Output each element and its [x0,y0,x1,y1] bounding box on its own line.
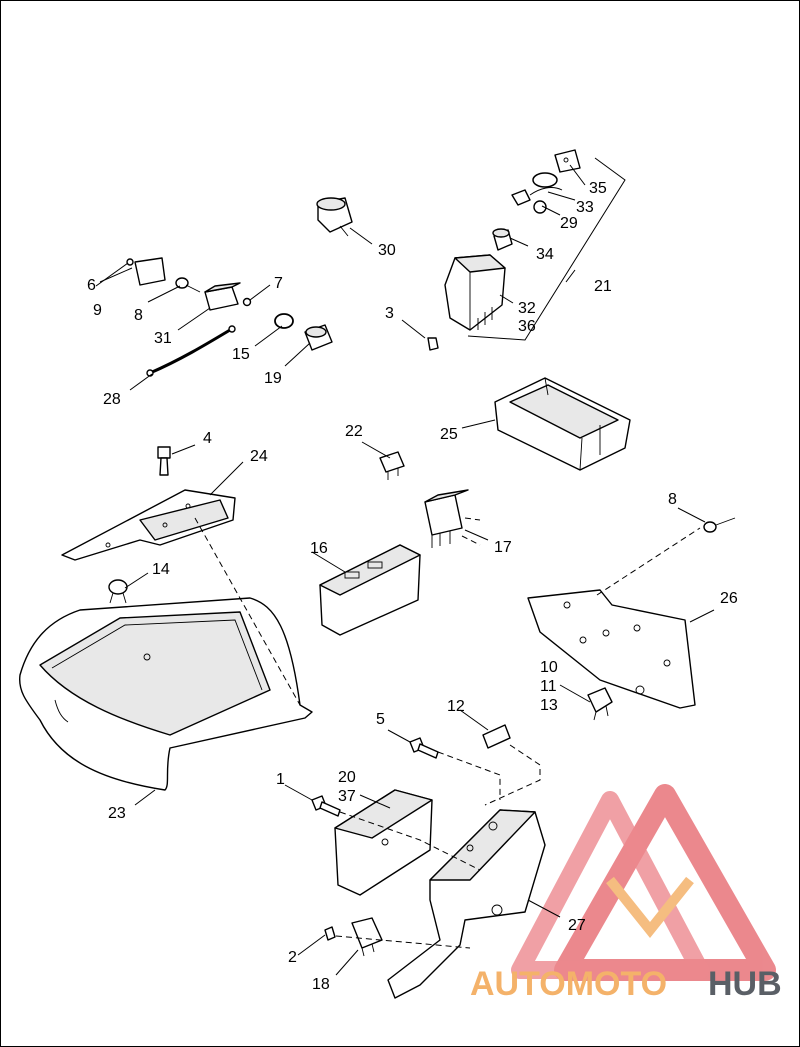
part-21-group-bracket [467,157,626,341]
callout-18: 18 [312,976,330,993]
part-4-bolt [157,446,171,476]
callout-10: 10 [540,659,558,676]
watermark-logo: AUTOMOTO HUB [470,784,782,1003]
part-34-cylinder [492,228,513,251]
part-3-screw [427,337,439,351]
part-23-tray [18,597,313,791]
leader-lines [95,164,715,976]
part-17-relay [424,489,469,548]
callout-16: 16 [310,540,328,557]
callout-24: 24 [250,448,268,465]
part-19-sensor [304,324,333,351]
callout-7: 7 [274,275,283,292]
callout-36: 36 [518,318,536,335]
callout-27: 27 [568,917,586,934]
part-9-bracket [126,257,166,286]
part-18-sensor [351,917,383,957]
part-14-clip [108,579,128,604]
callout-9: 9 [93,302,102,319]
part-26-plate [527,589,696,709]
part-29-ring [532,172,558,188]
callout-4: 4 [203,430,212,447]
callout-28: 28 [103,391,121,408]
part-12-connector [482,724,511,749]
callout-26: 26 [720,590,738,607]
assembly-dashed-lines [194,517,701,949]
callout-19: 19 [264,370,282,387]
callout-29: 29 [560,215,578,232]
callout-8-right: 8 [668,491,677,508]
part-32-ignition-switch [444,254,506,331]
part-10-clip [587,687,613,721]
callout-5: 5 [376,711,385,728]
callout-1: 1 [276,771,285,788]
part-8-screw-small [175,277,201,293]
part-7-nut [242,297,252,307]
callout-30: 30 [378,242,396,259]
callout-21: 21 [594,278,612,295]
callout-25: 25 [440,426,458,443]
callout-35: 35 [589,180,607,197]
part-15-oring [274,313,294,329]
callout-33: 33 [576,199,594,216]
watermark-triangle-icon [511,784,776,981]
watermark-text-auto: AUTOMOTO [470,965,667,1003]
part-1-bolt [311,795,341,817]
part-27-mounting-bracket [387,809,546,999]
part-31-block [204,282,241,311]
part-24-bracket [61,489,236,561]
callout-32: 32 [518,300,536,317]
part-30-switch [316,197,353,237]
callout-2: 2 [288,949,297,966]
callout-numbers: 1 2 3 4 5 6 7 8 8 9 10 11 12 13 14 15 16… [87,180,738,993]
part-2-screw [324,926,336,941]
callout-12: 12 [447,698,465,715]
callout-23: 23 [108,805,126,822]
callout-14: 14 [152,561,170,578]
part-16-module [319,544,421,636]
part-35-tag [554,149,581,173]
callout-6: 6 [87,277,96,294]
callout-3: 3 [385,305,394,322]
part-8-screw-right [703,517,736,533]
part-5-bolt [409,737,439,759]
callout-8-left: 8 [134,307,143,324]
part-25-channel [494,377,631,471]
callout-13: 13 [540,697,558,714]
callout-17: 17 [494,539,512,556]
callout-22: 22 [345,423,363,440]
part-20-control-box [334,789,433,896]
callout-37: 37 [338,788,356,805]
part-33-key [511,187,563,214]
callout-11: 11 [540,678,557,695]
watermark-text-hub: HUB [708,965,782,1003]
callout-34: 34 [536,246,554,263]
callout-15: 15 [232,346,250,363]
callout-31: 31 [154,330,172,347]
callout-20: 20 [338,769,356,786]
part-22-fuse [379,451,405,480]
